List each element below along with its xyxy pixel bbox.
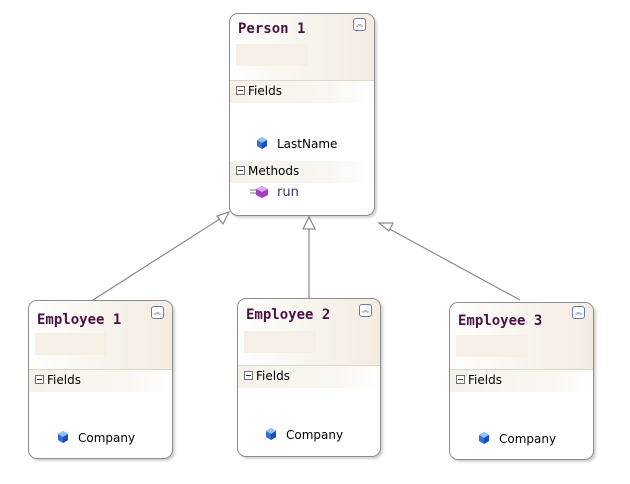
minus-box-icon[interactable] xyxy=(236,86,245,95)
arrowhead-employee-1 xyxy=(216,210,231,226)
methods-section: Methods run xyxy=(230,161,374,215)
field-cube-icon xyxy=(257,137,267,149)
double-chevron-up-icon[interactable]: ︽ xyxy=(572,306,585,319)
connector-employee-1 xyxy=(92,214,227,301)
class-title: Employee 3 xyxy=(458,313,543,329)
class-title: Person 1 xyxy=(238,21,306,37)
fields-section-header[interactable]: Fields xyxy=(29,370,172,392)
class-header: Person 1 ︽ xyxy=(230,14,374,81)
minus-box-icon[interactable] xyxy=(35,375,44,384)
fields-section: Fields Company xyxy=(238,366,380,456)
field-company[interactable]: Company xyxy=(499,432,557,446)
class-header: Employee 3 ︽ xyxy=(450,303,593,370)
class-header: Employee 1 ︽ xyxy=(29,301,172,370)
connector-employee-3 xyxy=(383,225,521,301)
fields-section-header[interactable]: Fields xyxy=(230,81,374,103)
field-cube-icon xyxy=(479,432,489,444)
methods-section-header[interactable]: Methods xyxy=(230,161,374,183)
field-lastname[interactable]: LastName xyxy=(277,137,338,151)
fields-section-header[interactable]: Fields xyxy=(238,366,380,388)
minus-box-icon[interactable] xyxy=(456,375,465,384)
class-title: Employee 2 xyxy=(246,307,331,323)
fields-section: Fields LastName xyxy=(230,81,374,161)
class-box-employee-2[interactable]: Employee 2 ︽ Fields Company xyxy=(237,298,381,457)
field-company[interactable]: Company xyxy=(78,431,136,445)
class-title: Employee 1 xyxy=(37,312,122,328)
methods-label: Methods xyxy=(248,164,300,178)
arrowhead-employee-3 xyxy=(377,222,394,232)
field-cube-icon xyxy=(58,431,68,443)
fields-label: Fields xyxy=(256,369,290,383)
class-box-employee-3[interactable]: Employee 3 ︽ Fields Company xyxy=(449,302,594,460)
minus-box-icon[interactable] xyxy=(236,166,245,175)
double-chevron-up-icon[interactable]: ︽ xyxy=(359,304,372,317)
fields-section: Fields Company xyxy=(450,370,593,459)
fields-section-header[interactable]: Fields xyxy=(450,370,593,392)
minus-box-icon[interactable] xyxy=(244,371,253,380)
class-box-person[interactable]: Person 1 ︽ Fields LastName Methods run xyxy=(229,13,375,216)
double-chevron-up-icon[interactable]: ︽ xyxy=(151,306,164,319)
field-company[interactable]: Company xyxy=(286,428,344,442)
fields-label: Fields xyxy=(468,373,502,387)
method-run[interactable]: run xyxy=(277,185,299,200)
fields-label: Fields xyxy=(47,373,81,387)
field-cube-icon xyxy=(266,428,276,440)
method-cube-icon xyxy=(250,186,268,198)
fields-section: Fields Company xyxy=(29,370,172,458)
class-box-employee-1[interactable]: Employee 1 ︽ Fields Company xyxy=(28,300,173,459)
class-header: Employee 2 ︽ xyxy=(238,299,380,366)
fields-label: Fields xyxy=(248,84,282,98)
arrowhead-employee-2 xyxy=(302,215,316,230)
double-chevron-up-icon[interactable]: ︽ xyxy=(353,18,366,31)
